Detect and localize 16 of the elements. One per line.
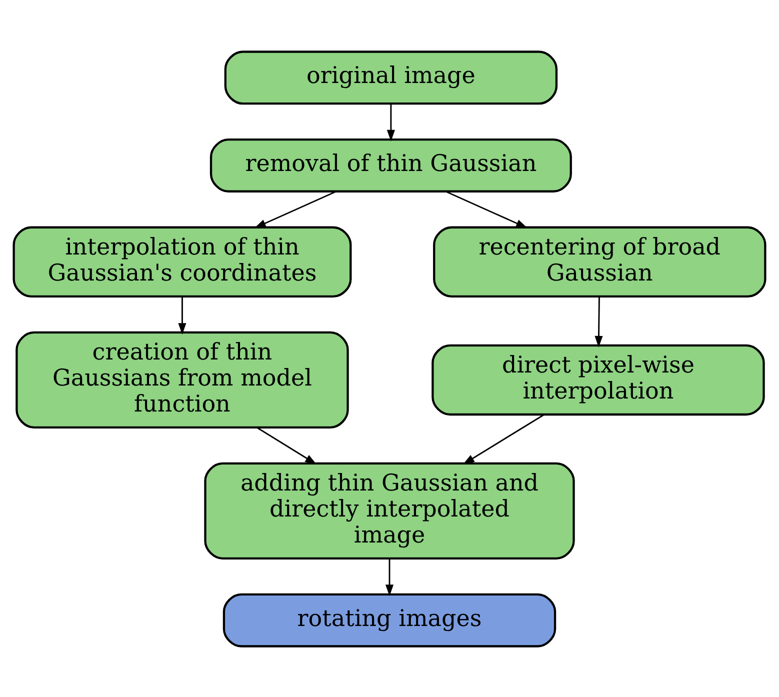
node-box: removal of thin Gaussian xyxy=(210,138,572,192)
arrow xyxy=(385,558,394,596)
arrow xyxy=(256,426,317,464)
node-box: creation of thin Gaussians from model function xyxy=(16,330,349,428)
arrow xyxy=(178,296,186,334)
node-box: rotating images xyxy=(222,592,556,647)
node-box: adding thin Gaussian and directly interpolated image xyxy=(204,462,575,560)
node-box: recentering of broad Gaussian xyxy=(433,226,766,298)
node-box: direct pixel-wise interpolation xyxy=(432,344,765,416)
arrow xyxy=(254,190,336,228)
arrow xyxy=(594,296,603,347)
arrow xyxy=(462,414,544,464)
node-box: original image xyxy=(224,50,558,104)
arrow xyxy=(386,103,395,141)
arrow xyxy=(445,190,528,228)
node-box: interpolation of thin Gaussian's coordinates xyxy=(12,226,352,298)
